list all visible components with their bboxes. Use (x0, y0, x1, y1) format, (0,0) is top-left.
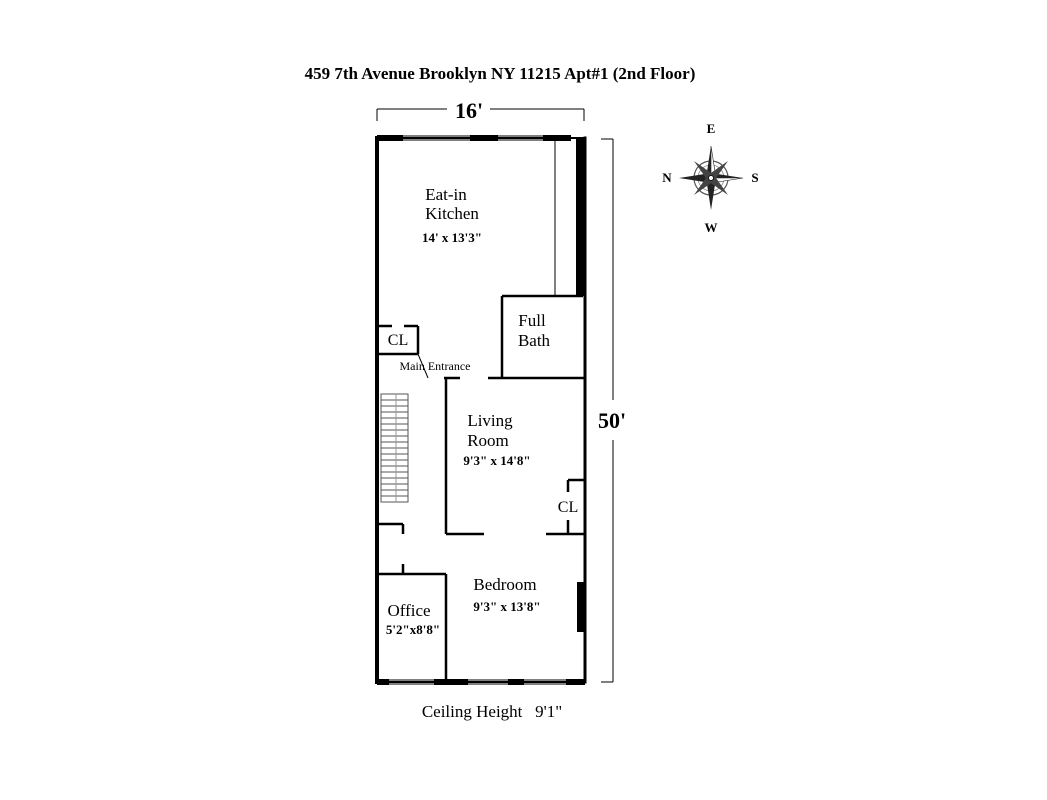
closet-top-label: CL (388, 332, 408, 349)
bedroom-size: 9'3" x 13'8" (473, 599, 540, 614)
closet-right-walls (566, 478, 585, 534)
compass-east-label: E (707, 121, 716, 136)
bath-label-line2: Bath (518, 331, 551, 350)
hall-walls (377, 522, 405, 574)
width-dimension (376, 108, 585, 121)
thick-exterior-wall (576, 138, 585, 296)
compass-rose-icon (679, 145, 744, 210)
compass-north-label: N (662, 170, 672, 185)
compass-south-label: S (751, 170, 758, 185)
living-label-line2: Room (467, 431, 509, 450)
living-size: 9'3" x 14'8" (463, 453, 530, 468)
windows-bottom (377, 679, 585, 685)
length-label: 50' (598, 408, 626, 433)
kitchen-label-line2: Kitchen (425, 204, 479, 223)
width-label: 16' (455, 98, 483, 123)
closet-top-walls (377, 324, 420, 356)
office-size: 5'2"x8'8" (386, 622, 440, 637)
ceiling-height-label: Ceiling Height 9'1" (422, 702, 562, 721)
plan-title: 459 7th Avenue Brooklyn NY 11215 Apt#1 (… (305, 64, 696, 83)
bedroom-label: Bedroom (473, 575, 536, 594)
staircase (380, 393, 409, 503)
windows-top (377, 135, 571, 141)
entrance-walls (417, 353, 460, 534)
length-dimension (601, 138, 614, 683)
office-label: Office (387, 601, 430, 620)
main-entrance-label: Main Entrance (400, 359, 471, 373)
compass-west-label: W (705, 220, 718, 235)
kitchen-label-line1: Eat-in (425, 185, 467, 204)
office-walls (377, 572, 448, 682)
bedroom-wall-segment (577, 582, 584, 632)
closet-right-label: CL (558, 499, 578, 516)
kitchen-size: 14' x 13'3" (422, 230, 482, 245)
bath-label-line1: Full (518, 311, 546, 330)
bath-walls (488, 294, 585, 380)
living-label-line1: Living (467, 411, 513, 430)
